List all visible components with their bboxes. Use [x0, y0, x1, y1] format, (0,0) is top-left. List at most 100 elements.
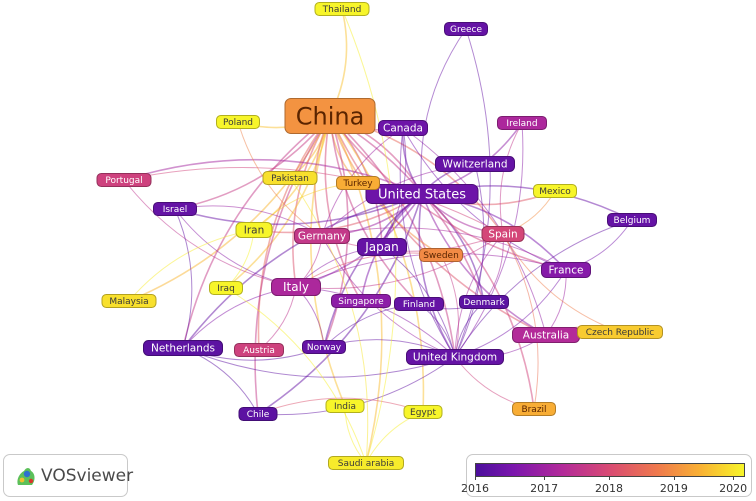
node-label-egypt: Egypt — [410, 408, 436, 418]
node-france[interactable]: France — [541, 262, 591, 278]
node-box-greece[interactable] — [444, 22, 488, 36]
node-box-china[interactable] — [284, 98, 376, 134]
node-box-india[interactable] — [325, 399, 365, 413]
node-switzerland[interactable]: Wwitzerland — [435, 156, 515, 172]
node-label-turkey: Turkey — [342, 179, 373, 189]
node-box-netherlands[interactable] — [143, 340, 223, 356]
node-saudi[interactable]: Saudi arabia — [328, 456, 404, 470]
node-label-norway: Norway — [307, 343, 342, 353]
node-box-italy[interactable] — [271, 278, 321, 296]
node-box-canada[interactable] — [378, 120, 428, 136]
node-china[interactable]: China — [284, 98, 376, 134]
node-box-germany[interactable] — [294, 228, 350, 244]
node-uk[interactable]: United Kingdom — [406, 349, 504, 365]
legend-tick-1 — [544, 476, 546, 480]
node-singapore[interactable]: Singapore — [331, 294, 391, 308]
legend-tick-label-2: 2018 — [595, 482, 623, 495]
link-germany-france — [321, 227, 567, 271]
node-box-thailand[interactable] — [314, 2, 370, 16]
node-czech[interactable]: Czech Republic — [577, 325, 663, 339]
node-australia[interactable]: Australia — [512, 327, 580, 343]
node-norway[interactable]: Norway — [302, 340, 346, 354]
node-box-saudi[interactable] — [328, 456, 404, 470]
node-box-mexico[interactable] — [533, 184, 577, 198]
node-box-us[interactable] — [365, 184, 479, 204]
node-germany[interactable]: Germany — [294, 228, 350, 244]
node-mexico[interactable]: Mexico — [533, 184, 577, 198]
node-sweden[interactable]: Sweden — [419, 248, 463, 262]
node-pakistan[interactable]: Pakistan — [262, 171, 318, 185]
node-greece[interactable]: Greece — [444, 22, 488, 36]
node-israel[interactable]: Israel — [153, 202, 197, 216]
link-portugal-spain — [123, 167, 504, 235]
node-box-portugal[interactable] — [96, 173, 152, 187]
node-box-belgium[interactable] — [607, 213, 657, 227]
node-portugal[interactable]: Portugal — [96, 173, 152, 187]
node-box-brazil[interactable] — [512, 402, 556, 416]
legend-tick-0 — [475, 476, 476, 480]
node-egypt[interactable]: Egypt — [403, 405, 443, 419]
node-box-turkey[interactable] — [336, 176, 380, 190]
node-poland[interactable]: Poland — [216, 115, 260, 129]
node-spain[interactable]: Spain — [481, 226, 525, 242]
node-label-iran: Iran — [244, 225, 265, 237]
link-china-austria — [257, 115, 331, 351]
link-greece-uk — [454, 28, 491, 358]
node-box-israel[interactable] — [153, 202, 197, 216]
node-label-india: India — [334, 402, 356, 412]
node-box-malaysia[interactable] — [101, 294, 157, 308]
node-box-denmark[interactable] — [459, 295, 509, 309]
node-box-chile[interactable] — [238, 407, 278, 421]
node-box-singapore[interactable] — [331, 294, 391, 308]
node-box-spain[interactable] — [481, 226, 525, 242]
node-box-uk[interactable] — [406, 349, 504, 365]
node-india[interactable]: India — [325, 399, 365, 413]
node-label-pakistan: Pakistan — [271, 174, 309, 184]
node-box-france[interactable] — [541, 262, 591, 278]
node-box-iraq[interactable] — [209, 281, 243, 295]
node-label-japan: Japan — [364, 240, 398, 254]
node-italy[interactable]: Italy — [271, 278, 321, 296]
node-box-pakistan[interactable] — [262, 171, 318, 185]
node-label-thailand: Thailand — [322, 5, 362, 15]
node-netherlands[interactable]: Netherlands — [143, 340, 223, 356]
node-ireland[interactable]: Ireland — [497, 116, 547, 130]
node-box-switzerland[interactable] — [435, 156, 515, 172]
node-label-brazil: Brazil — [521, 405, 546, 415]
node-box-egypt[interactable] — [403, 405, 443, 419]
node-box-finland[interactable] — [394, 297, 444, 311]
node-turkey[interactable]: Turkey — [336, 176, 380, 190]
link-us-portugal — [123, 158, 423, 195]
node-japan[interactable]: Japan — [357, 238, 407, 256]
node-iraq[interactable]: Iraq — [209, 281, 243, 295]
app-name: VOSviewer — [41, 466, 134, 486]
node-box-iran[interactable] — [235, 222, 273, 238]
node-box-czech[interactable] — [577, 325, 663, 339]
legend-tick-label-0: 2016 — [461, 482, 489, 495]
node-austria[interactable]: Austria — [234, 343, 284, 357]
node-malaysia[interactable]: Malaysia — [101, 294, 157, 308]
node-box-sweden[interactable] — [419, 248, 463, 262]
node-box-norway[interactable] — [302, 340, 346, 354]
node-chile[interactable]: Chile — [238, 407, 278, 421]
node-denmark[interactable]: Denmark — [459, 295, 509, 309]
node-us[interactable]: United States — [365, 184, 479, 204]
link-australia-france — [545, 269, 567, 336]
node-box-japan[interactable] — [357, 238, 407, 256]
node-belgium[interactable]: Belgium — [607, 213, 657, 227]
node-iran[interactable]: Iran — [235, 222, 273, 238]
link-austria-italy — [258, 286, 297, 351]
node-finland[interactable]: Finland — [394, 297, 444, 311]
node-box-ireland[interactable] — [497, 116, 547, 130]
node-thailand[interactable]: Thailand — [314, 2, 370, 16]
node-box-poland[interactable] — [216, 115, 260, 129]
node-label-poland: Poland — [223, 118, 253, 128]
legend-tick-4 — [733, 476, 735, 480]
node-box-austria[interactable] — [234, 343, 284, 357]
node-label-sweden: Sweden — [423, 251, 459, 261]
node-brazil[interactable]: Brazil — [512, 402, 556, 416]
node-canada[interactable]: Canada — [378, 120, 428, 136]
